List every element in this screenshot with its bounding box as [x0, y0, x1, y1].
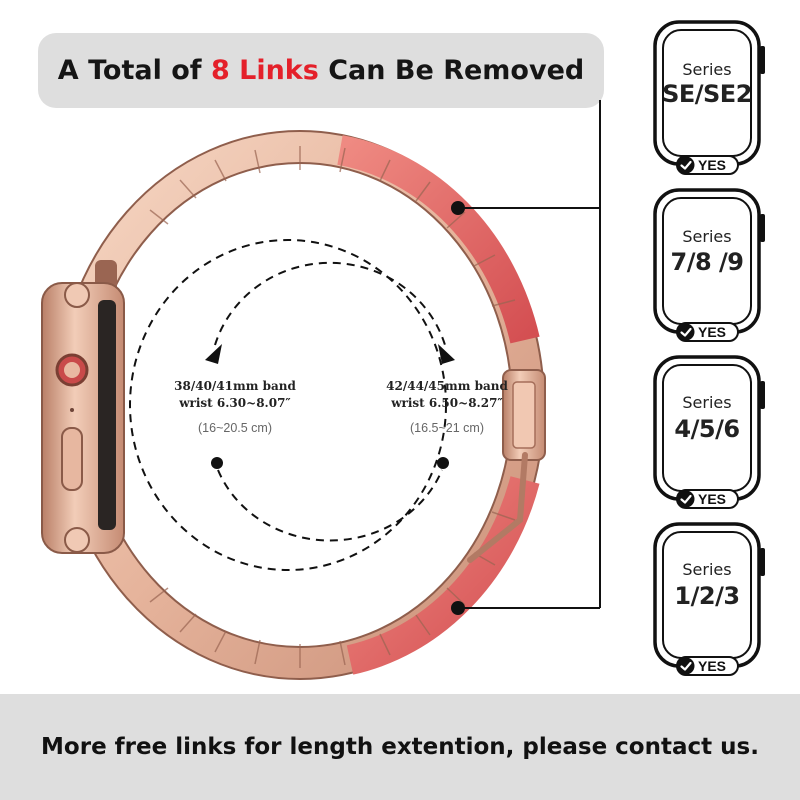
check-circle-icon	[677, 657, 695, 675]
header-banner: A Total of 8 Links Can Be Removed	[38, 33, 604, 108]
header-title-suffix: Can Be Removed	[318, 55, 585, 86]
band-left-cm: (16~20.5 cm)	[198, 421, 272, 435]
header-title-prefix: A Total of	[57, 55, 211, 86]
outer-size-circle	[129, 239, 447, 571]
yes-label: YES	[698, 157, 727, 173]
arrow-left-icon	[205, 344, 222, 364]
band-left-size: 38/40/41mm band	[174, 379, 296, 393]
yes-label: YES	[698, 491, 727, 507]
yes-label: YES	[698, 658, 727, 674]
check-circle-icon	[677, 156, 695, 174]
series-label: Series	[682, 227, 732, 246]
series-models: 4/5/6	[674, 415, 740, 443]
footer-banner: More free links for length extention, pl…	[0, 694, 800, 800]
inner-size-arc-top	[214, 261, 446, 346]
yes-badge: YES	[676, 155, 739, 175]
watch-icon-789	[653, 188, 765, 334]
yes-badge: YES	[676, 489, 739, 509]
watch-icon-456	[653, 355, 765, 501]
series-models: 1/2/3	[674, 582, 740, 610]
band-right-wrist: wrist 6.50~8.27″	[391, 396, 503, 410]
series-label: Series	[682, 393, 732, 412]
dot-right	[437, 457, 449, 469]
band-left-wrist: wrist 6.30~8.07″	[179, 396, 291, 410]
band-right-cm: (16.5~21 cm)	[410, 421, 484, 435]
check-circle-icon	[677, 490, 695, 508]
link-bracket	[451, 100, 601, 615]
removable-links-bottom	[346, 476, 540, 675]
check-circle-icon	[677, 323, 695, 341]
footer-text: More free links for length extention, pl…	[41, 734, 759, 760]
series-models: 7/8 /9	[670, 248, 744, 276]
buckle-clasp	[467, 369, 546, 563]
yes-label: YES	[698, 324, 727, 340]
series-models: SE/SE2	[662, 80, 752, 108]
arrow-right-icon	[438, 344, 455, 364]
yes-badge: YES	[676, 322, 739, 342]
inner-size-arc-bottom	[217, 469, 443, 542]
series-label: Series	[682, 60, 732, 79]
band-right-size: 42/44/45mm band	[386, 379, 508, 393]
watch-case	[41, 260, 125, 554]
yes-badge: YES	[676, 656, 739, 676]
header-title-highlight: 8 Links	[210, 55, 319, 86]
series-label: Series	[682, 560, 732, 579]
dot-left	[211, 457, 223, 469]
header-title: A Total of 8 Links Can Be Removed	[58, 55, 584, 86]
